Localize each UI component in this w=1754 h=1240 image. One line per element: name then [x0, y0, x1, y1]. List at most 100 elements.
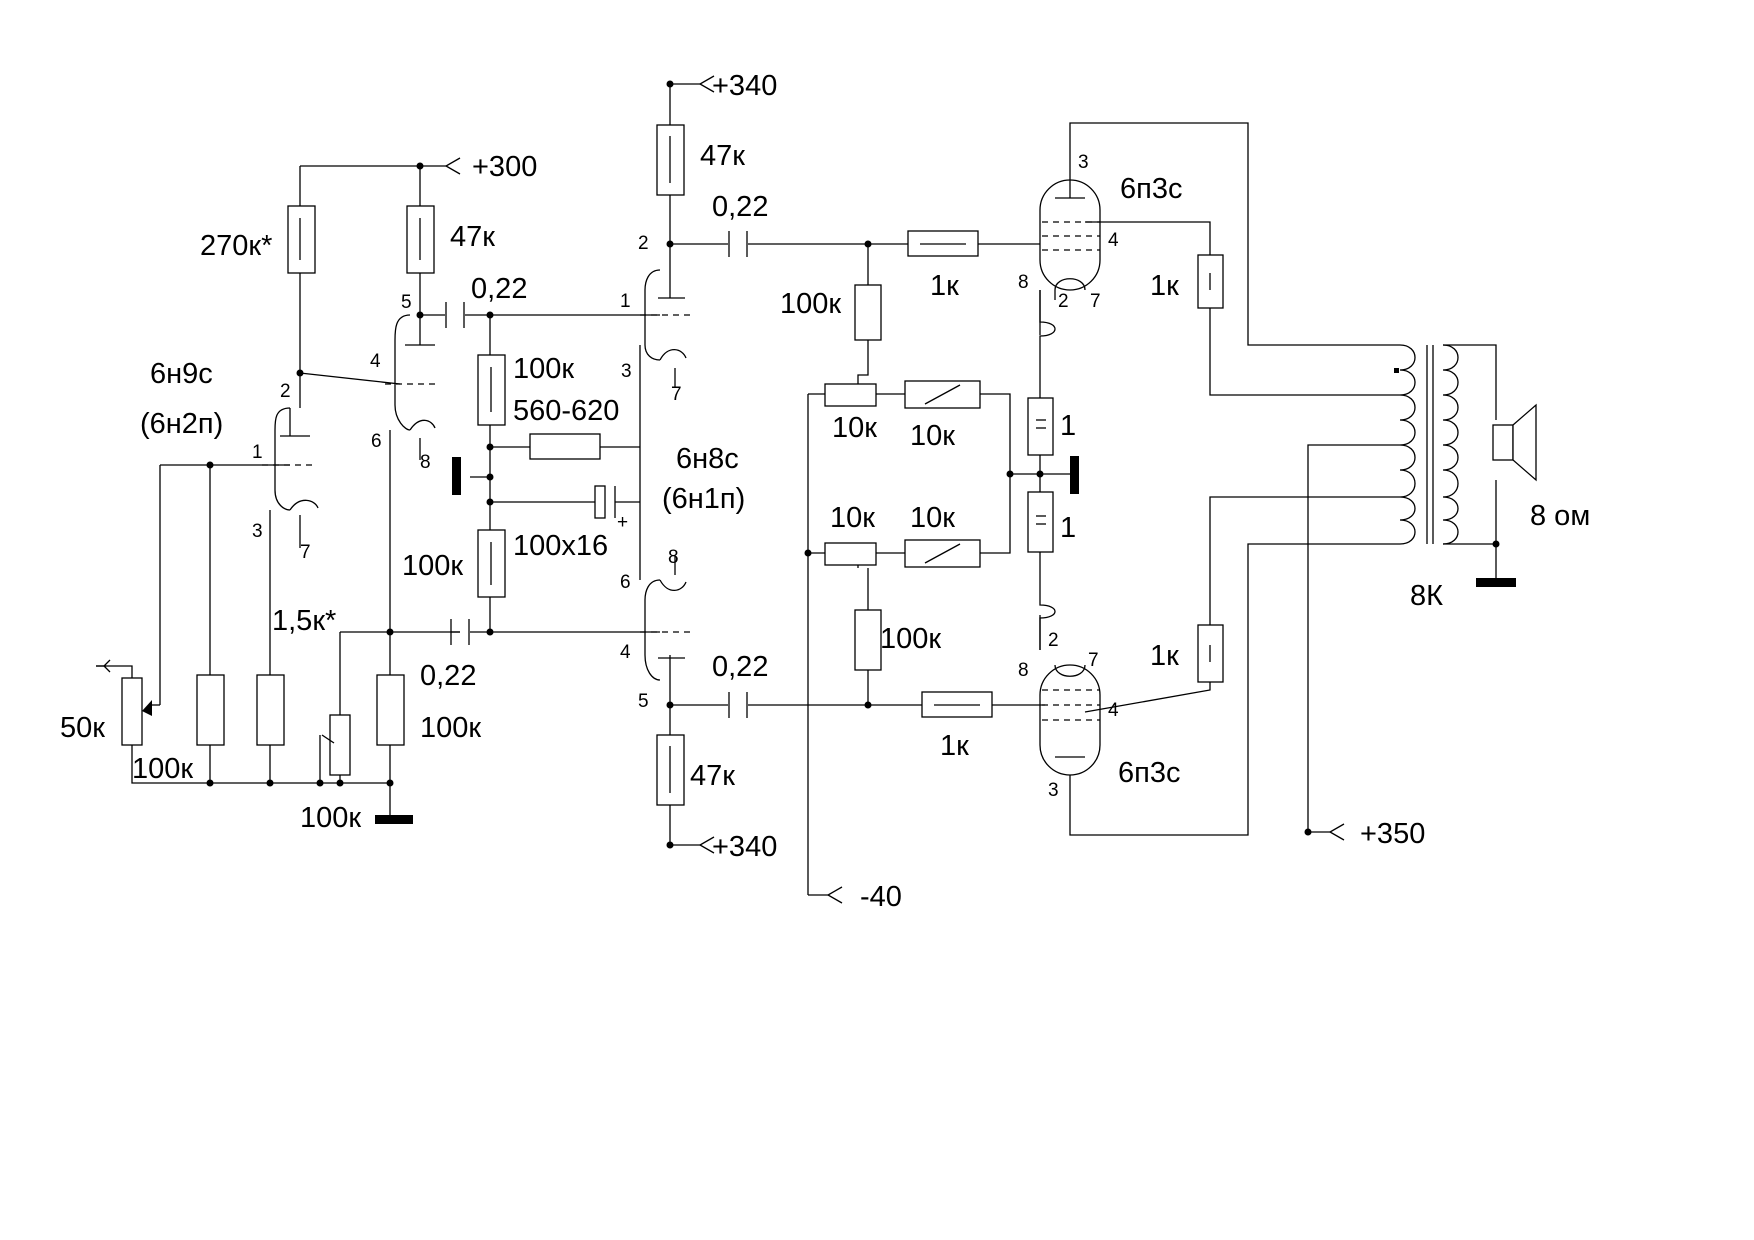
label-r-screen-bottom: 1к: [1150, 640, 1179, 672]
tube-6n9s-triode-a: [262, 407, 319, 548]
tube-6n8s-triode-top: [640, 269, 690, 388]
pin-number: 2: [638, 233, 649, 254]
tube-6n8s-triode-bottom: [640, 555, 690, 681]
pin-numbers: 2 1 3 7 5 4 6 8 2 1 3 7 8 6 4 5 3 4 8 2 …: [252, 152, 1119, 801]
label-tube-input: 6н9с: [150, 358, 213, 390]
pin-number: 7: [1090, 291, 1101, 312]
label-r-grid-leak-2: 100к: [420, 712, 481, 744]
cap-0-22-out-top: [728, 231, 748, 257]
cap-0-22-stage2: [450, 619, 470, 645]
label-r-splitter-cathode: 560-620: [513, 395, 619, 427]
label-r-cathode-top: 1: [1060, 410, 1076, 442]
label-v300: +300: [472, 151, 537, 183]
output-transformer: [1394, 344, 1459, 545]
label-c-splitter-cathode: 100х16: [513, 530, 608, 562]
tube-6p3s-top: [1039, 150, 1101, 291]
coupling-chokes: [1039, 290, 1056, 650]
pin-number: 5: [401, 292, 412, 313]
label-tube-out-bottom: 6п3с: [1118, 757, 1180, 789]
label-r-cathode-bottom: 1: [1060, 512, 1076, 544]
resistor-1k5-trim: [329, 714, 351, 776]
pin-number: 4: [1108, 230, 1119, 251]
cap-100x16: +: [594, 485, 628, 533]
label-c-coupling-2: 0,22: [420, 660, 476, 692]
pin-number: 1: [620, 291, 631, 312]
label-r-grid-leak-top: 100к: [780, 288, 841, 320]
pin-number: 4: [620, 642, 631, 663]
volume-pot-50k: [121, 677, 160, 746]
pin-number: 3: [1048, 780, 1059, 801]
label-r-grid-stop-bottom: 1к: [940, 730, 969, 762]
pin-number: 2: [1058, 291, 1069, 312]
resistor-270k: [287, 205, 316, 274]
pin-number: 7: [671, 384, 682, 405]
label-r-trim-bottom: 10к: [910, 502, 955, 534]
label-c-coupling-1: 0,22: [471, 273, 527, 305]
resistor-560-620: [529, 433, 601, 460]
label-r-trim-top: 10к: [910, 420, 955, 452]
pin-number: 8: [1018, 660, 1029, 681]
label-v350: +350: [1360, 818, 1425, 850]
pin-number: 7: [300, 542, 311, 563]
label-tube-splitter-alt: (6н1п): [662, 483, 745, 515]
pin-number: 7: [1088, 650, 1099, 671]
label-r-splitter-grid-bottom: 100к: [402, 550, 463, 582]
resistor-1-ohm-bottom: [1027, 491, 1054, 553]
label-r-grid-input: 100к: [132, 753, 193, 785]
resistor-100k-leak-top: [854, 284, 882, 341]
pin-number: 2: [1048, 630, 1059, 651]
pin-number: 8: [1018, 272, 1029, 293]
trim-pot-10k-top: [824, 383, 877, 407]
pin-number: 4: [370, 351, 381, 372]
label-c-out-top: 0,22: [712, 191, 768, 223]
svg-text:+: +: [617, 512, 628, 533]
label-r-load-bottom: 47к: [690, 760, 735, 792]
label-tube-out-top: 6п3с: [1120, 173, 1182, 205]
cap-0-22-out-bottom: [728, 692, 748, 718]
label-tube-splitter: 6н8с: [676, 443, 739, 475]
label-r-cathode-1: 1,5к*: [272, 605, 336, 637]
resistor-1-ohm-top: [1027, 397, 1054, 456]
label-r-load-1: 47к: [450, 221, 495, 253]
label-r-grid-leak-bottom: 100к: [880, 623, 941, 655]
ground-symbol: [1070, 456, 1079, 494]
label-r-splitter-grid-top: 100к: [513, 353, 574, 385]
label-tube-input-alt: (6н2п): [140, 408, 223, 440]
label-r-grid-stop-top: 1к: [930, 270, 959, 302]
resistor-100k-input: [196, 674, 225, 746]
label-c-out-bottom: 0,22: [712, 651, 768, 683]
resistor-100k-leak-bottom: [854, 609, 882, 671]
wiring: [96, 84, 1497, 895]
label-trim-pot-top: 10к: [832, 412, 877, 444]
pin-number: 8: [668, 547, 679, 568]
label-r-load-top: 47к: [700, 140, 745, 172]
speaker-icon: [1492, 403, 1537, 482]
trim-pot-10k-bottom: [824, 542, 877, 566]
label-r-bias-270k: 270к*: [200, 230, 272, 262]
pin-number: 3: [252, 521, 263, 542]
supply-arrows: [96, 75, 1345, 904]
label-v340-top: +340: [712, 70, 777, 102]
resistors: [196, 124, 1224, 806]
labels: +300 +340 +340 +350 -40 6н9с (6н2п) 6н8с…: [60, 70, 1590, 913]
label-v340-bottom: +340: [712, 831, 777, 863]
label-trim-pot-bottom: 10к: [830, 502, 875, 534]
resistor-100k-a: [256, 674, 285, 746]
label-r-bottom-100k: 100к: [300, 802, 361, 834]
ground-symbol: [375, 815, 413, 824]
label-bias: -40: [860, 881, 902, 913]
pin-number: 2: [280, 381, 291, 402]
label-pot-input: 50к: [60, 712, 105, 744]
ground-symbol: [1476, 578, 1516, 587]
pin-number: 3: [621, 361, 632, 382]
label-r-screen-top: 1к: [1150, 270, 1179, 302]
pin-number: 6: [371, 431, 382, 452]
pin-number: 4: [1108, 700, 1119, 721]
label-transformer: 8К: [1410, 580, 1443, 612]
pin-number: 5: [638, 691, 649, 712]
pin-number: 8: [420, 452, 431, 473]
tube-6p3s-bottom: [1039, 664, 1101, 776]
pin-number: 1: [252, 442, 263, 463]
cap-0-22-stage1: [445, 302, 465, 328]
